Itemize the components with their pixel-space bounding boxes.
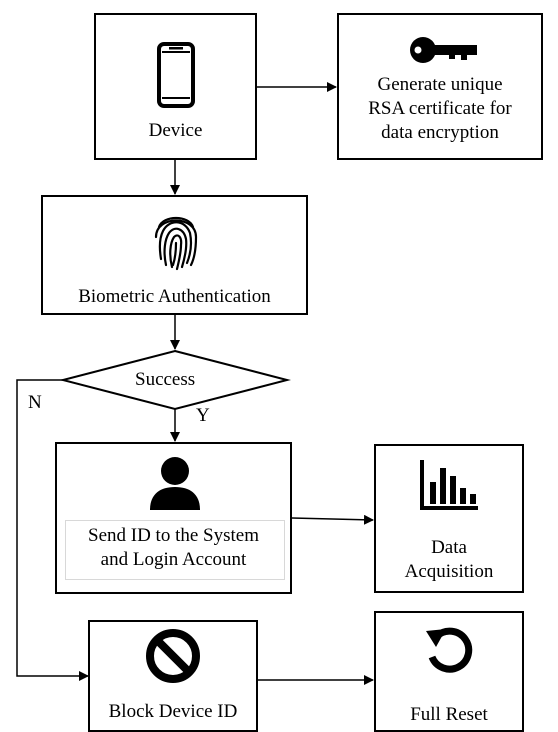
bar-chart-icon <box>420 460 478 510</box>
send-id-label-frame <box>65 520 285 580</box>
block-device-node: Block Device ID <box>88 620 258 732</box>
biometric-label: Biometric Authentication <box>78 286 271 307</box>
rsa-node: Generate unique RSA certificate for data… <box>337 13 543 160</box>
block-icon <box>146 629 200 683</box>
reset-icon <box>426 627 473 673</box>
branch-yes-label: Y <box>196 405 210 426</box>
branch-no-label: N <box>28 392 42 413</box>
key-icon <box>410 37 477 63</box>
device-node: Device <box>94 13 257 160</box>
user-icon <box>150 457 200 510</box>
send-id-label: Send ID to the System and Login Account <box>88 525 259 570</box>
device-label: Device <box>148 120 203 141</box>
full-reset-label: Full Reset <box>410 704 488 725</box>
block-device-label: Block Device ID <box>108 701 238 722</box>
data-acquisition-node: Data Acquisition <box>374 444 524 593</box>
decision-label: Success <box>135 369 196 390</box>
data-acquisition-label: Data Acquisition <box>404 537 494 582</box>
arrow-decision-no-to-block <box>16 379 89 681</box>
send-id-node: Send ID to the System and Login Account <box>55 442 292 594</box>
fingerprint-icon <box>154 216 198 271</box>
biometric-node: Biometric Authentication <box>41 195 308 315</box>
rsa-label: Generate unique RSA certificate for data… <box>368 74 512 143</box>
smartphone-icon <box>157 42 195 108</box>
full-reset-node: Full Reset <box>374 611 524 732</box>
arrow-send-to-acquisition <box>291 514 374 525</box>
